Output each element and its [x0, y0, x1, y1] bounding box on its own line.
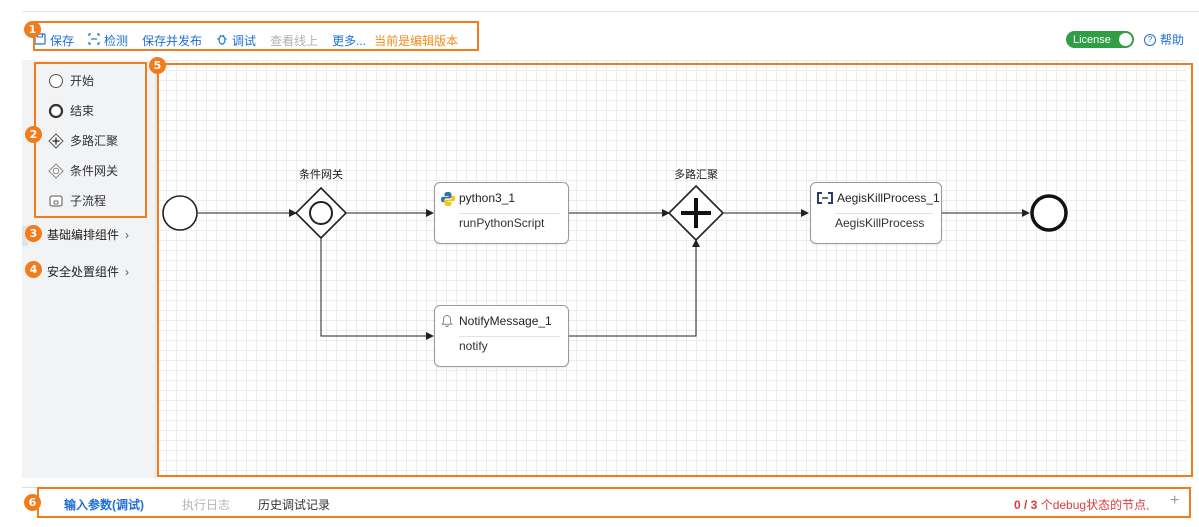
node-name: AegisKillProcess_1	[837, 191, 940, 205]
task-node-aegis[interactable]: AegisKillProcess_1 AegisKillProcess	[810, 182, 942, 244]
toggle-knob	[1119, 33, 1132, 46]
annotation-box-toolbar	[33, 21, 479, 51]
help-link[interactable]: ? 帮助	[1144, 31, 1184, 48]
palette-item-parallel-gateway[interactable]: 多路汇聚	[48, 132, 118, 149]
tab-execution-log[interactable]: 执行日志	[182, 498, 231, 512]
palette-item-end[interactable]: 结束	[48, 102, 94, 119]
debug-count-text: 个debug状态的节点,	[1037, 498, 1150, 512]
save-publish-button[interactable]: 保存并发布	[142, 32, 202, 49]
help-label: 帮助	[1160, 33, 1185, 47]
node-function: runPythonScript	[459, 216, 545, 230]
palette-item-label: 条件网关	[70, 164, 119, 178]
version-status: 当前是编辑版本	[374, 33, 459, 48]
group-security-handling[interactable]: 安全处置组件 ›	[47, 263, 129, 280]
tab-input-params[interactable]: 输入参数(调试)	[64, 498, 144, 512]
exclusive-gateway-icon	[48, 162, 64, 179]
sequence-flow	[320, 238, 434, 340]
annotation-badge: 3	[25, 225, 42, 242]
gateway-parallel-label: 多路汇聚	[674, 169, 718, 181]
chevron-right-icon: ›	[125, 227, 130, 242]
palette-item-start[interactable]: 开始	[48, 72, 94, 89]
task-node-notify[interactable]: NotifyMessage_1 notify	[434, 305, 569, 367]
tab-debug-history[interactable]: 历史调试记录	[258, 498, 331, 512]
group-basic-orchestration[interactable]: 基础编排组件 ›	[47, 226, 129, 243]
node-divider	[835, 213, 933, 214]
debug-panel: 输入参数(调试) 执行日志 历史调试记录 0 / 3 个debug状态的节点, …	[22, 487, 1192, 517]
more-label: 更多...	[332, 33, 367, 48]
annotation-box-debug-panel	[37, 487, 1191, 518]
palette-item-label: 结束	[70, 104, 95, 118]
check-icon	[88, 32, 100, 48]
annotation-badge: 4	[25, 261, 42, 278]
palette-item-label: 子流程	[70, 194, 107, 208]
parallel-gateway	[667, 184, 725, 242]
subprocess-icon	[49, 195, 63, 206]
node-name: NotifyMessage_1	[459, 314, 552, 328]
workflow-canvas[interactable]: 条件网关 多路汇聚 python3_1 runPythonScript Noti…	[156, 60, 1186, 478]
sequence-flow	[569, 239, 700, 337]
end-event-icon	[48, 103, 64, 118]
license-toggle[interactable]: License	[1066, 31, 1134, 48]
view-online-label: 查看线上	[270, 33, 319, 48]
node-divider	[459, 213, 560, 214]
node-function: AegisKillProcess	[835, 216, 925, 230]
chevron-right-icon: ›	[125, 264, 130, 279]
palette-item-subprocess[interactable]: 子流程	[48, 192, 106, 209]
question-icon: ?	[1144, 33, 1156, 46]
group-label: 基础编排组件	[47, 228, 120, 242]
palette-item-label: 开始	[70, 74, 95, 88]
debug-node-count: 0 / 3 个debug状态的节点,	[1014, 496, 1149, 513]
annotation-box-canvas	[157, 63, 1193, 477]
start-event	[162, 195, 198, 231]
add-icon[interactable]: +	[1170, 492, 1180, 509]
task-node-python[interactable]: python3_1 runPythonScript	[434, 182, 569, 244]
view-online-button[interactable]: 查看线上	[270, 32, 318, 49]
gateway-condition-label: 条件网关	[299, 169, 343, 181]
node-name: python3_1	[459, 191, 516, 205]
node-function: notify	[459, 339, 488, 353]
save-publish-label: 保存并发布	[142, 33, 203, 48]
check-label: 检测	[104, 33, 129, 48]
annotation-badge: 1	[24, 21, 41, 38]
debug-button[interactable]: 调试	[216, 32, 256, 49]
start-event-icon	[49, 73, 63, 88]
palette-item-label: 多路汇聚	[70, 134, 119, 148]
debug-count-value: 0 / 3	[1014, 498, 1038, 512]
top-divider	[22, 11, 1199, 12]
annotation-badge: 2	[25, 126, 42, 143]
parallel-gateway-icon	[48, 132, 64, 149]
node-divider	[459, 336, 560, 337]
toolbar: 保存 检测 保存并发布 调试 查看线上 更多... 当前是编辑版本	[34, 28, 458, 52]
exclusive-gateway	[294, 186, 348, 240]
annotation-badge: 6	[24, 494, 41, 511]
annotation-badge: 5	[149, 57, 166, 74]
bug-icon	[216, 33, 228, 48]
check-button[interactable]: 检测	[88, 32, 128, 49]
component-palette: 开始 结束 多路汇聚 条件网关 子流程 基础编排组件 › 安全处置组件 ›	[22, 60, 156, 478]
more-button[interactable]: 更多...	[332, 32, 366, 49]
end-event	[1030, 194, 1068, 232]
annotation-box-palette	[34, 62, 147, 218]
save-label: 保存	[50, 33, 75, 48]
license-label: License	[1073, 33, 1111, 46]
palette-item-exclusive-gateway[interactable]: 条件网关	[48, 162, 118, 179]
flow-connections	[162, 184, 1068, 340]
group-label: 安全处置组件	[47, 265, 120, 279]
debug-label: 调试	[232, 33, 257, 48]
